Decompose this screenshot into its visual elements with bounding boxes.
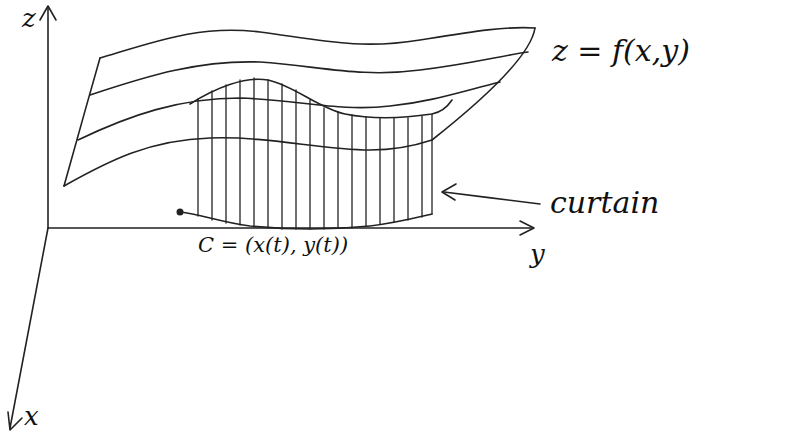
curve-equation: C = (x(t), y(t)) bbox=[198, 234, 348, 257]
curtain-label: curtain bbox=[550, 186, 659, 219]
axis-label: x bbox=[24, 402, 39, 431]
axis-label: y bbox=[530, 240, 545, 269]
curtain-lines bbox=[198, 78, 432, 229]
z-arrowhead bbox=[40, 6, 56, 20]
surface-curve bbox=[190, 79, 452, 118]
x-arrowhead bbox=[8, 412, 22, 430]
surface-edge bbox=[64, 138, 432, 186]
surface-edge bbox=[432, 28, 535, 140]
surface-edge bbox=[100, 28, 535, 58]
y-arrowhead bbox=[520, 221, 534, 235]
leader-arrow bbox=[444, 192, 540, 204]
leader-arrowhead bbox=[442, 184, 456, 200]
surface-equation: z = f(x,y) bbox=[552, 34, 690, 67]
contour-line bbox=[78, 82, 500, 140]
surface-edge bbox=[64, 58, 100, 186]
contour-line bbox=[90, 52, 528, 95]
z-axis bbox=[47, 8, 49, 228]
start-dot bbox=[177, 209, 184, 216]
x-axis bbox=[10, 228, 48, 428]
axis-label: z bbox=[22, 4, 36, 33]
